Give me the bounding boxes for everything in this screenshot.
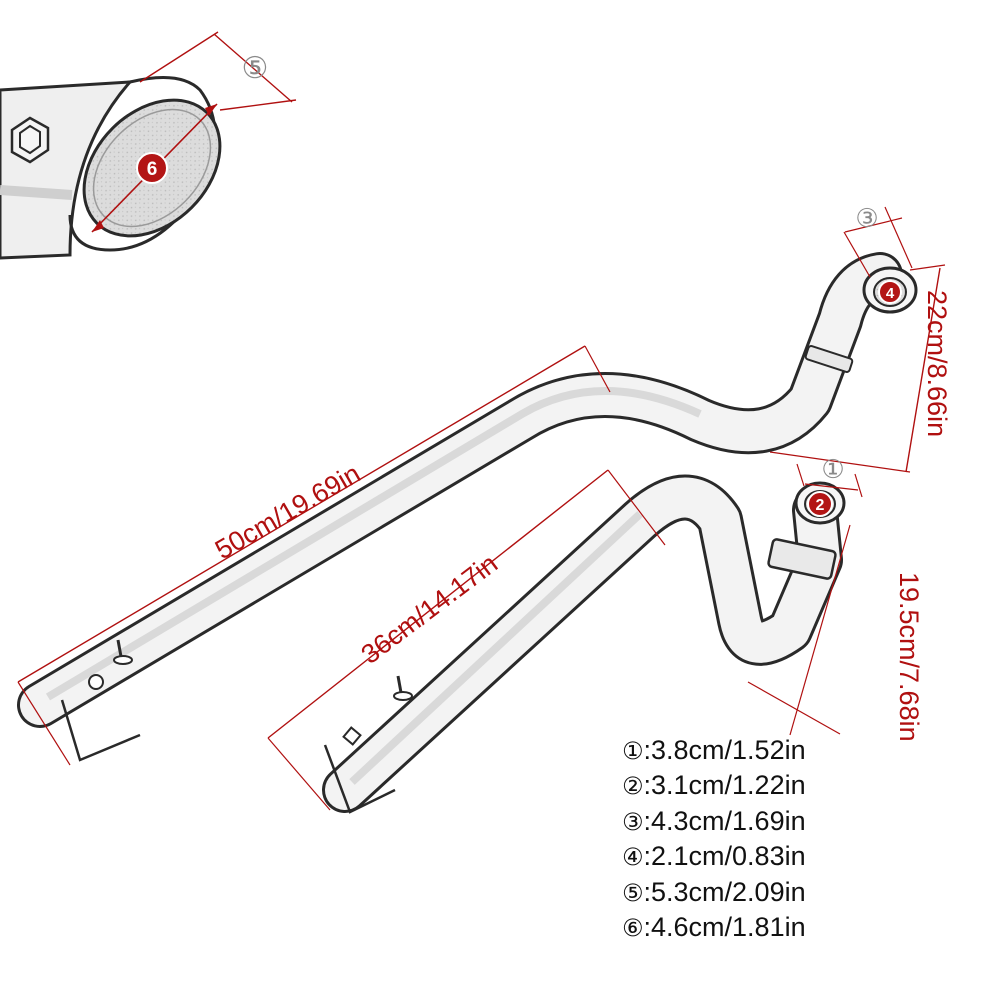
legend-value: :4.3cm/1.69in — [643, 805, 806, 836]
legend-number: ① — [622, 737, 644, 765]
mounting-flange — [804, 345, 854, 373]
legend-row: ③:4.3cm/1.69in — [622, 804, 952, 839]
marker-6: 6 — [136, 152, 168, 184]
legend-value: :3.1cm/1.22in — [643, 770, 806, 801]
legend-row: ①:3.8cm/1.52in — [622, 733, 952, 768]
upper-rise-length: 22cm/8.66in — [922, 290, 952, 437]
legend-number: ③ — [622, 807, 644, 836]
dimension-legend: ①:3.8cm/1.52in ②:3.1cm/1.22in ③:4.3cm/1.… — [622, 733, 952, 945]
hex-bolt-icon — [10, 116, 50, 164]
marker-2: 2 — [807, 491, 833, 517]
short-header-pipe: 2 — [322, 474, 846, 814]
marker-4: 4 — [878, 280, 902, 304]
legend-value: :5.3cm/2.09in — [643, 876, 806, 907]
long-header-pipe: 4 — [17, 252, 918, 762]
marker-4-label: 4 — [886, 285, 895, 302]
dimension-callout-1: ① — [796, 455, 863, 498]
dimension-callout-3: ③ — [843, 204, 913, 278]
legend-value: :2.1cm/0.83in — [643, 841, 806, 872]
marker-2-label: 2 — [816, 497, 825, 514]
legend-value: :3.8cm/1.52in — [643, 735, 806, 765]
legend-number: ⑥ — [622, 914, 644, 943]
marker-6-label: 6 — [147, 159, 158, 180]
callout-3: ③ — [855, 204, 878, 234]
callout-5: ⑤ — [242, 51, 269, 86]
legend-row: ⑤:5.3cm/2.09in — [622, 875, 952, 910]
slip-joint-collar — [767, 538, 837, 580]
legend-row: ②:3.1cm/1.22in — [622, 768, 952, 803]
lower-rise-length: 19.5cm/7.68in — [894, 572, 924, 742]
dimension-lower-rise: 19.5cm/7.68in — [747, 524, 924, 742]
legend-row: ④:2.1cm/0.83in — [622, 839, 952, 874]
legend-number: ② — [622, 772, 644, 801]
mount-stud-lower — [393, 675, 413, 701]
legend-number: ④ — [622, 843, 644, 872]
muffler-end-inset: 6 ⑤ — [0, 31, 297, 260]
dimension-upper-rise: 22cm/8.66in — [769, 264, 952, 473]
callout-1: ① — [821, 455, 844, 485]
mount-stud-upper — [113, 639, 133, 665]
legend-value: :4.6cm/1.81in — [643, 912, 806, 943]
legend-row: ⑥:4.6cm/1.81in — [622, 910, 952, 945]
legend-number: ⑤ — [622, 878, 644, 907]
